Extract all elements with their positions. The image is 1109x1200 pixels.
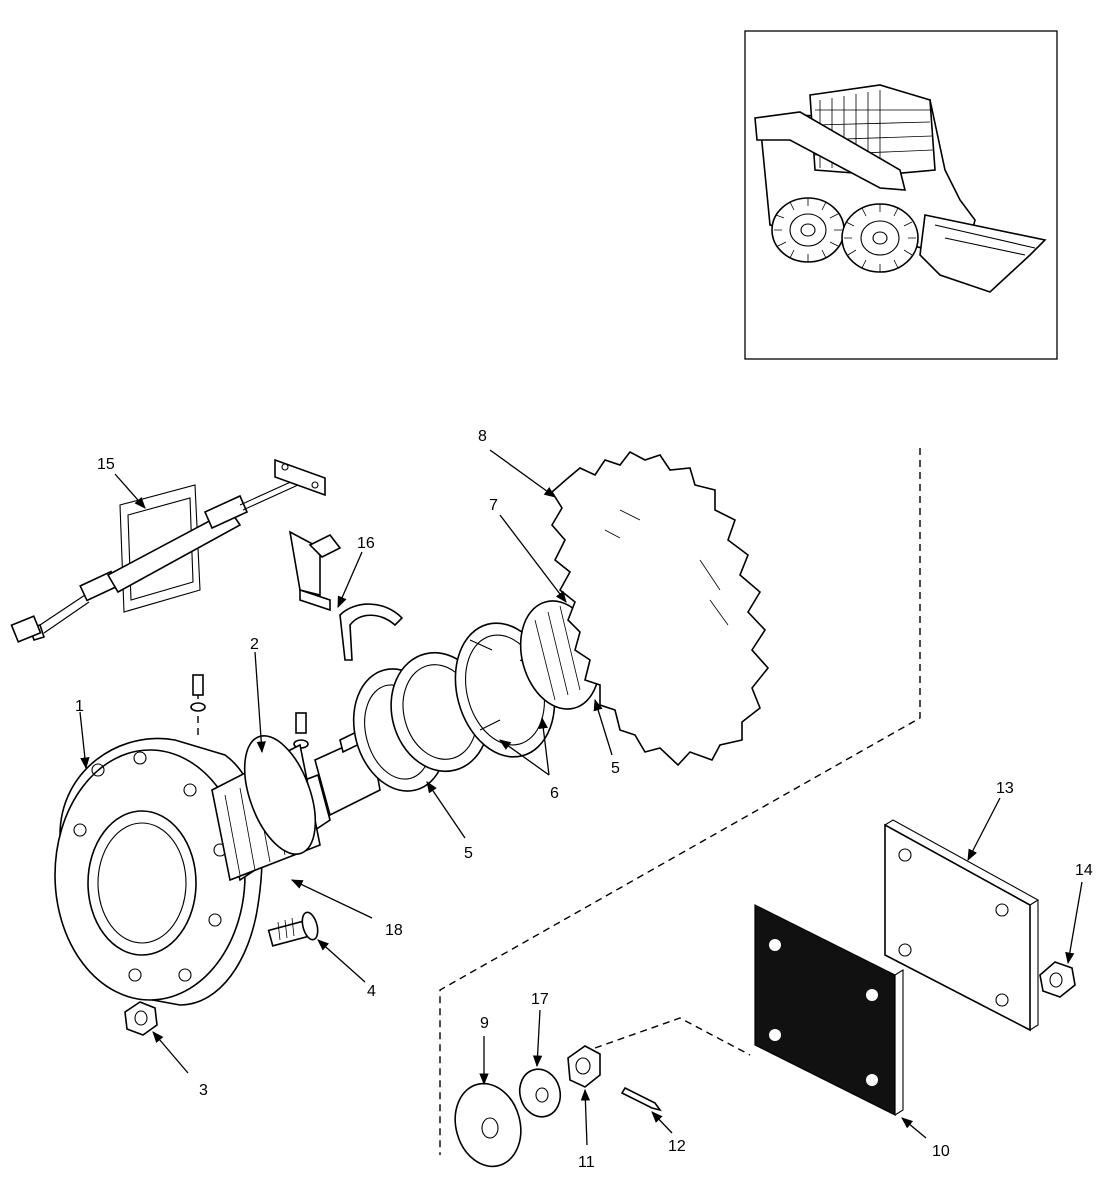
callout-18: 18 — [385, 922, 403, 939]
part-8-sprocket — [550, 450, 770, 767]
part-15-tool — [10, 458, 326, 643]
callout-10: 10 — [932, 1143, 950, 1160]
callout-8: 8 — [478, 428, 487, 445]
part-17-washer — [518, 1068, 562, 1118]
callout-16: 16 — [357, 535, 375, 552]
callout-11: 11 — [578, 1154, 595, 1171]
callout-2: 2 — [250, 636, 259, 653]
callout-13: 13 — [996, 780, 1014, 797]
part-16-bracket — [288, 530, 404, 661]
callout-17: 17 — [531, 991, 549, 1008]
callout-12: 12 — [668, 1138, 686, 1155]
part-10-gasket — [754, 904, 904, 1116]
callout-9: 9 — [480, 1015, 489, 1032]
bolt-2 — [293, 712, 309, 749]
front-wheel — [841, 203, 919, 273]
callout-1: 1 — [75, 698, 84, 715]
part-5-bearing-front — [352, 651, 490, 792]
part-14-nut — [1039, 961, 1076, 998]
skid-steer-loader-icon — [744, 30, 1058, 360]
part-2-spline-shaft — [211, 717, 401, 882]
part-3-nut — [124, 1001, 158, 1036]
part-11-castle-nut — [567, 1045, 601, 1088]
callout-14: 14 — [1075, 862, 1093, 879]
part-4-stud — [267, 911, 319, 947]
callout-4: 4 — [367, 983, 376, 1000]
part-13-plate — [884, 819, 1040, 1032]
part-9-disk — [454, 1082, 522, 1168]
leader-lines — [79, 449, 1083, 1146]
callout-6: 6 — [550, 785, 559, 802]
callout-5a: 5 — [464, 845, 473, 862]
callout-5b: 5 — [611, 760, 620, 777]
callout-7: 7 — [489, 497, 498, 514]
rear-wheel — [771, 197, 845, 263]
callout-3: 3 — [199, 1082, 208, 1099]
part-1-hub — [54, 737, 263, 1006]
part-12-cotter-pin — [620, 1086, 662, 1112]
bolt-1 — [190, 674, 206, 712]
callout-15: 15 — [97, 456, 115, 473]
